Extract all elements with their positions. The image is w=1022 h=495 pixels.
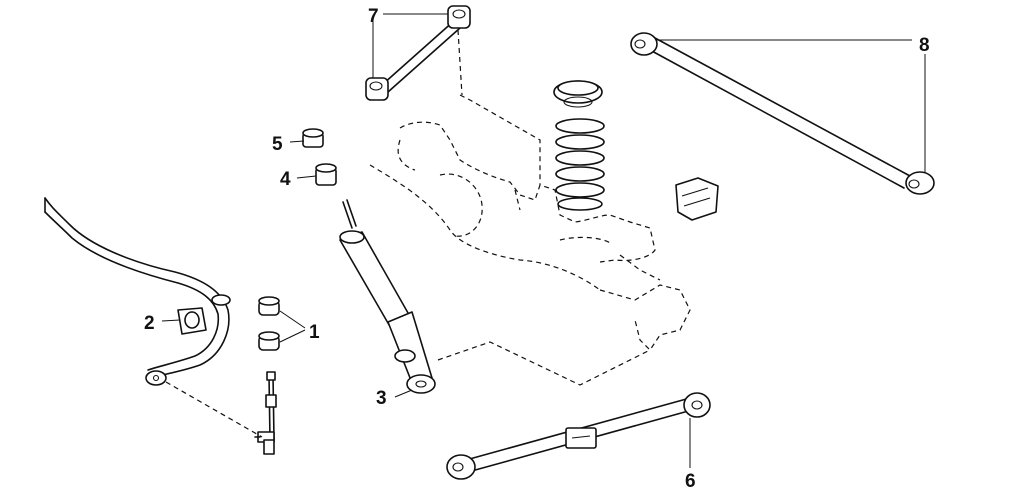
- stabilizer-bushing: [177, 307, 207, 335]
- callout-4: 4: [280, 169, 291, 190]
- callout-6: 6: [685, 471, 696, 492]
- leader-lines: [161, 13, 926, 468]
- lower-control-arm-upper-right: [630, 32, 935, 195]
- upper-control-arm: [365, 5, 471, 101]
- callout-3: 3: [376, 388, 387, 409]
- link-bushings: [258, 296, 280, 351]
- rear-axle-housing: [369, 29, 691, 386]
- callout-7: 7: [368, 6, 379, 27]
- stabilizer-link: [254, 371, 277, 455]
- callout-5: 5: [272, 134, 283, 155]
- lateral-control-rod: [446, 392, 711, 480]
- bump-stopper-parts: [302, 128, 337, 186]
- stabilizer-bar: [44, 197, 231, 386]
- callout-8: 8: [919, 35, 930, 56]
- shock-absorber: [339, 199, 436, 394]
- coil-spring: [553, 80, 605, 211]
- callout-1: 1: [309, 322, 320, 343]
- callout-2: 2: [144, 313, 155, 334]
- bump-stopper: [675, 177, 719, 221]
